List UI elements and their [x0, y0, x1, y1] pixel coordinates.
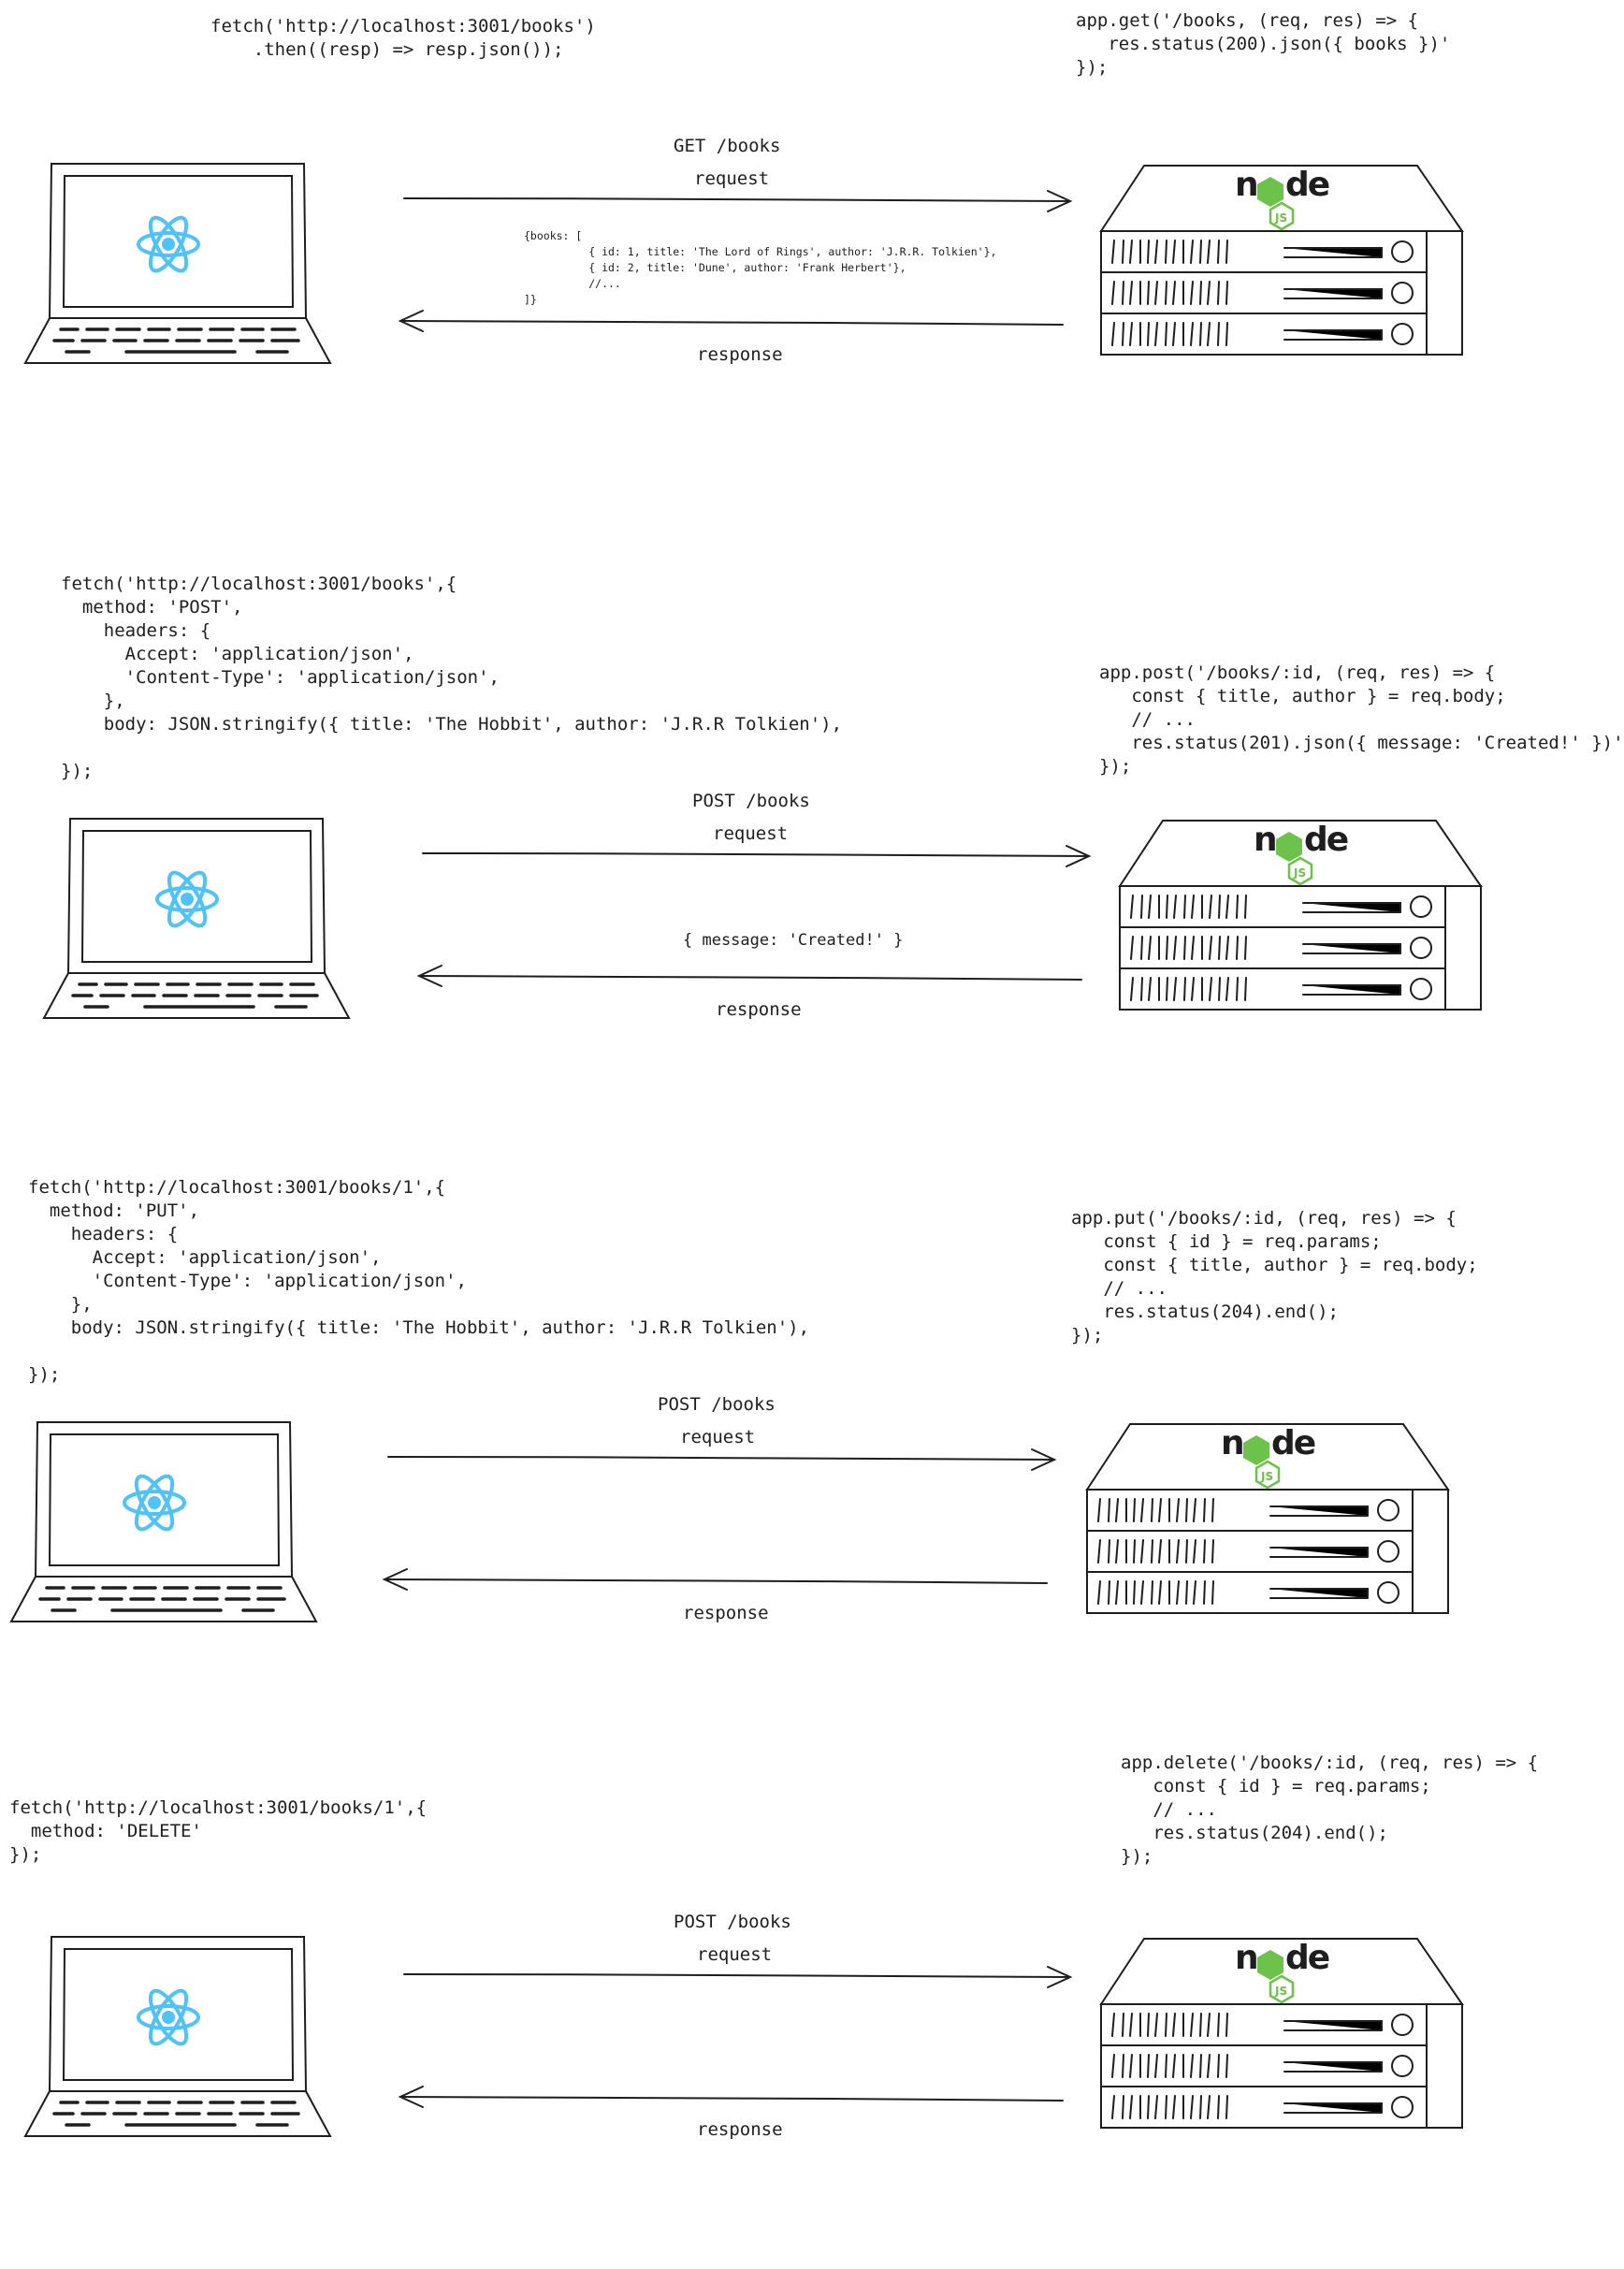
request-label: request [713, 823, 789, 844]
response-label: response [697, 344, 783, 365]
client-code: fetch('http://localhost:3001/books') .th… [210, 16, 596, 60]
response-arrow [399, 2086, 1064, 2108]
section-delete: fetch('http://localhost:3001/books/1',{ … [0, 1745, 1553, 2269]
method-label: GET /books [674, 136, 781, 156]
response-arrow [399, 310, 1064, 332]
laptop-icon [42, 814, 351, 1025]
method-label: POST /books [674, 1912, 791, 1932]
server-code: app.put('/books/:id, (req, res) => { con… [1071, 1208, 1478, 1345]
response-arrow [418, 965, 1082, 987]
section-put: fetch('http://localhost:3001/books/1',{ … [0, 1165, 1553, 1689]
request-arrow [422, 845, 1090, 867]
request-label: request [697, 1944, 773, 1965]
server-rack-icon [1118, 819, 1483, 1025]
request-label: request [694, 168, 770, 189]
laptop-icon [9, 1418, 318, 1628]
request-label: request [680, 1427, 756, 1447]
server-code: app.delete('/books/:id, (req, res) => { … [1121, 1753, 1539, 1867]
laptop-icon [23, 159, 332, 370]
server-rack-icon [1085, 1422, 1450, 1628]
method-label: POST /books [692, 791, 810, 811]
laptop-icon [23, 1932, 332, 2143]
client-code: fetch('http://localhost:3001/books',{ me… [61, 574, 843, 781]
response-body: {books: [ { id: 1, title: 'The Lord of R… [524, 229, 997, 306]
method-label: POST /books [658, 1394, 776, 1415]
response-label: response [716, 999, 802, 1020]
server-code: app.post('/books/:id, (req, res) => { co… [1099, 662, 1624, 777]
client-code: fetch('http://localhost:3001/books/1',{ … [9, 1797, 428, 1865]
client-code: fetch('http://localhost:3001/books/1',{ … [28, 1177, 810, 1385]
response-label: response [683, 1603, 769, 1623]
response-arrow [384, 1568, 1048, 1591]
response-label: response [697, 2119, 783, 2140]
server-rack-icon [1099, 164, 1464, 370]
request-arrow [403, 1966, 1071, 1988]
server-rack-icon [1099, 1937, 1464, 2143]
response-body: { message: 'Created!' } [683, 931, 904, 950]
server-code: app.get('/books, (req, res) => { res.sta… [1076, 10, 1451, 78]
request-arrow [387, 1448, 1055, 1471]
section-get: fetch('http://localhost:3001/books') .th… [0, 0, 1553, 524]
section-post: fetch('http://localhost:3001/books',{ me… [0, 561, 1624, 1085]
request-arrow [403, 190, 1071, 212]
